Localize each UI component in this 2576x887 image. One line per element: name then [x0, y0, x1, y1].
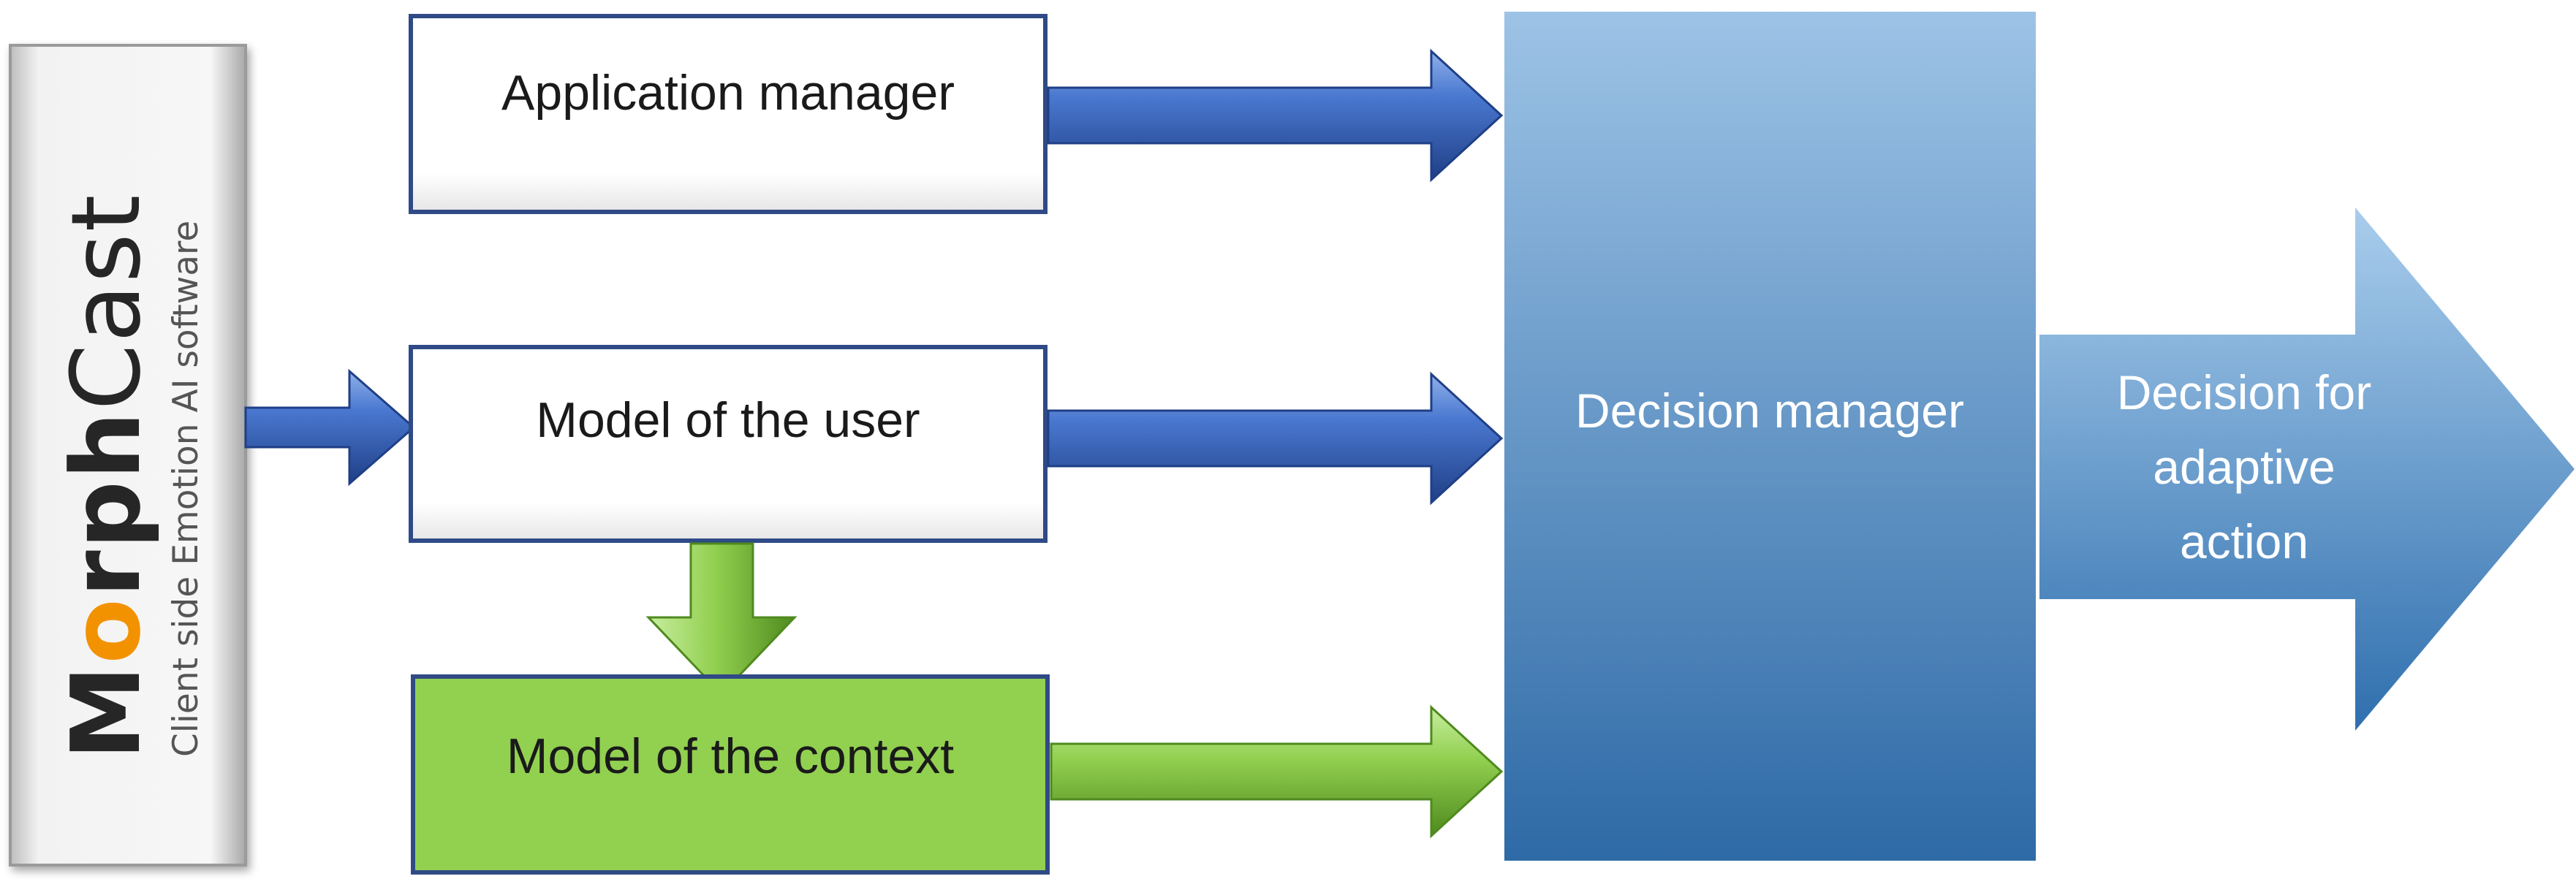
morphcast-panel: MorphCast Client side Emotion AI softwar…: [9, 44, 247, 867]
model-of-user-label: Model of the user: [536, 392, 920, 448]
model-of-context-box: Model of the context: [411, 674, 1050, 875]
morphcast-subtitle: Client side Emotion AI software: [166, 221, 206, 757]
arrow-user-to-context: [645, 542, 798, 696]
output-line-2: adaptive: [2153, 440, 2336, 494]
output-line-3: action: [2180, 514, 2308, 568]
application-manager-box: Application manager: [409, 14, 1048, 214]
arrow-context-to-decision: [1050, 704, 1504, 839]
arrow-panel-to-user: [244, 368, 416, 487]
logo-letter-cast: Cast: [50, 193, 162, 410]
output-line-1: Decision for: [2117, 365, 2371, 419]
model-of-user-box: Model of the user: [409, 345, 1048, 543]
logo-letter-m: M: [50, 664, 162, 760]
morphcast-logo-text: MorphCast: [50, 193, 162, 760]
arrow-user-to-decision: [1047, 371, 1504, 506]
decision-manager-box: Decision manager: [1504, 12, 2036, 861]
arrow-app-to-decision: [1047, 48, 1504, 183]
logo-letter-rph: rph: [50, 411, 162, 598]
decision-manager-label: Decision manager: [1575, 384, 1964, 438]
decision-output-arrow: Decision for adaptive action: [2039, 208, 2575, 731]
model-of-context-label: Model of the context: [507, 728, 954, 784]
logo-letter-o: o: [50, 597, 162, 663]
application-manager-label: Application manager: [501, 65, 955, 121]
